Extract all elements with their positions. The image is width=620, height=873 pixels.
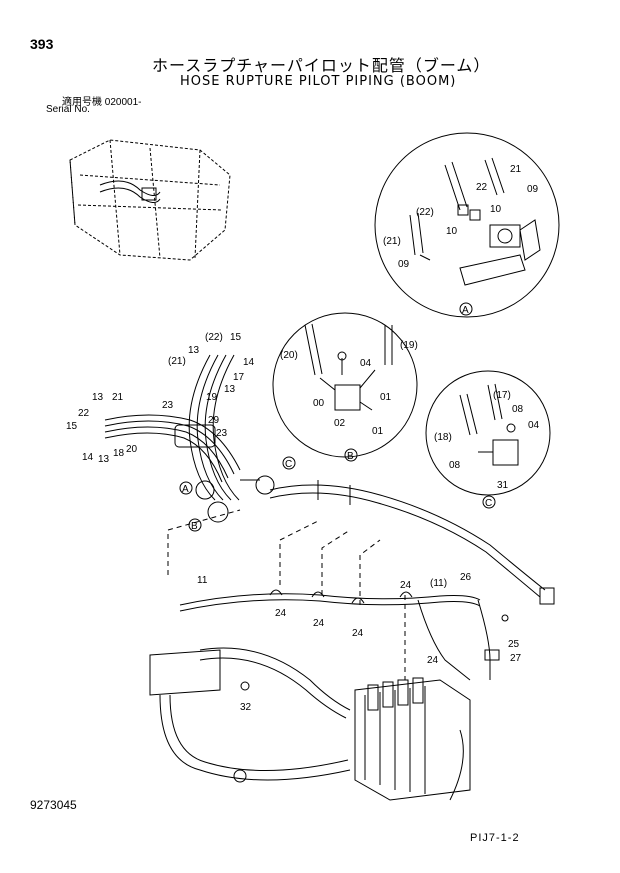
callout: 13 (224, 384, 236, 395)
callout: 15 (66, 421, 78, 432)
callout: 18 (113, 448, 125, 459)
serial-label-english: Serial No. (46, 104, 90, 115)
clamps (269, 589, 413, 604)
callout: 24 (313, 618, 325, 629)
callout: (21) (383, 236, 401, 247)
boom-pipe (269, 480, 555, 605)
callout: 19 (206, 392, 218, 403)
callout: 23 (162, 400, 174, 411)
callout: 01 (372, 426, 384, 437)
callout: 23 (216, 428, 228, 439)
callout: (17) (493, 390, 511, 401)
callout: (18) (434, 432, 452, 443)
callout: 08 (512, 404, 524, 415)
callout: 29 (208, 415, 220, 426)
callout: 02 (334, 418, 346, 429)
callout: 01 (380, 392, 392, 403)
callout: (21) (168, 356, 186, 367)
pilot-hose (179, 593, 509, 681)
callout: (19) (400, 340, 418, 351)
control-valve (149, 647, 471, 801)
drawing-number: 9273045 (30, 798, 77, 812)
callout: 27 (510, 653, 522, 664)
callout: (20) (280, 350, 298, 361)
hose-bundle (104, 354, 296, 532)
page-code: PIJ7-1-2 (470, 832, 520, 844)
callout: 11 (197, 575, 208, 586)
callout: 00 (313, 398, 325, 409)
callout: 13 (188, 345, 200, 356)
callout: 22 (78, 408, 90, 419)
callout: (22) (205, 332, 223, 343)
machine-overview (69, 139, 231, 261)
callout: 31 (497, 480, 509, 491)
callout: 13 (98, 454, 110, 465)
callout: 17 (233, 372, 245, 383)
page-number: 393 (30, 36, 54, 52)
title-english: HOSE RUPTURE PILOT PIPING (BOOM) (180, 74, 457, 89)
detail-view-b (272, 312, 418, 462)
callout: 14 (243, 357, 255, 368)
callout: 10 (446, 226, 458, 237)
callout: 08 (449, 460, 461, 471)
callout: 26 (460, 572, 472, 583)
callout: 32 (240, 702, 252, 713)
callout: 04 (528, 420, 540, 431)
callout: 24 (352, 628, 364, 639)
leader-lines (167, 509, 406, 680)
view-ref-b: B (191, 521, 198, 532)
view-label-c: C (485, 498, 492, 509)
callout: 24 (275, 608, 287, 619)
serial-label-japanese: 適用号機 020001- (62, 97, 142, 108)
detail-view-c (425, 370, 551, 509)
callout: (11) (430, 578, 447, 589)
callout: 09 (527, 184, 539, 195)
view-ref-c: C (285, 459, 292, 470)
title-japanese: ホースラプチャーパイロット配管（ブーム） (152, 58, 491, 75)
callout: 10 (490, 204, 502, 215)
callout: 04 (360, 358, 372, 369)
callout: 25 (508, 639, 520, 650)
view-label-b: B (347, 451, 354, 462)
view-ref-a: A (182, 484, 189, 495)
callout: 21 (112, 392, 124, 403)
callout: 20 (126, 444, 138, 455)
callout: (22) (416, 207, 434, 218)
callout: 21 (510, 164, 522, 175)
detail-view-a (374, 132, 560, 318)
callout: 24 (400, 580, 412, 591)
callout: 09 (398, 259, 410, 270)
callout: 14 (82, 452, 94, 463)
callout: 22 (476, 182, 488, 193)
callout: 15 (230, 332, 242, 343)
callout: 24 (427, 655, 439, 666)
view-label-a: A (462, 305, 469, 316)
callout: 13 (92, 392, 104, 403)
